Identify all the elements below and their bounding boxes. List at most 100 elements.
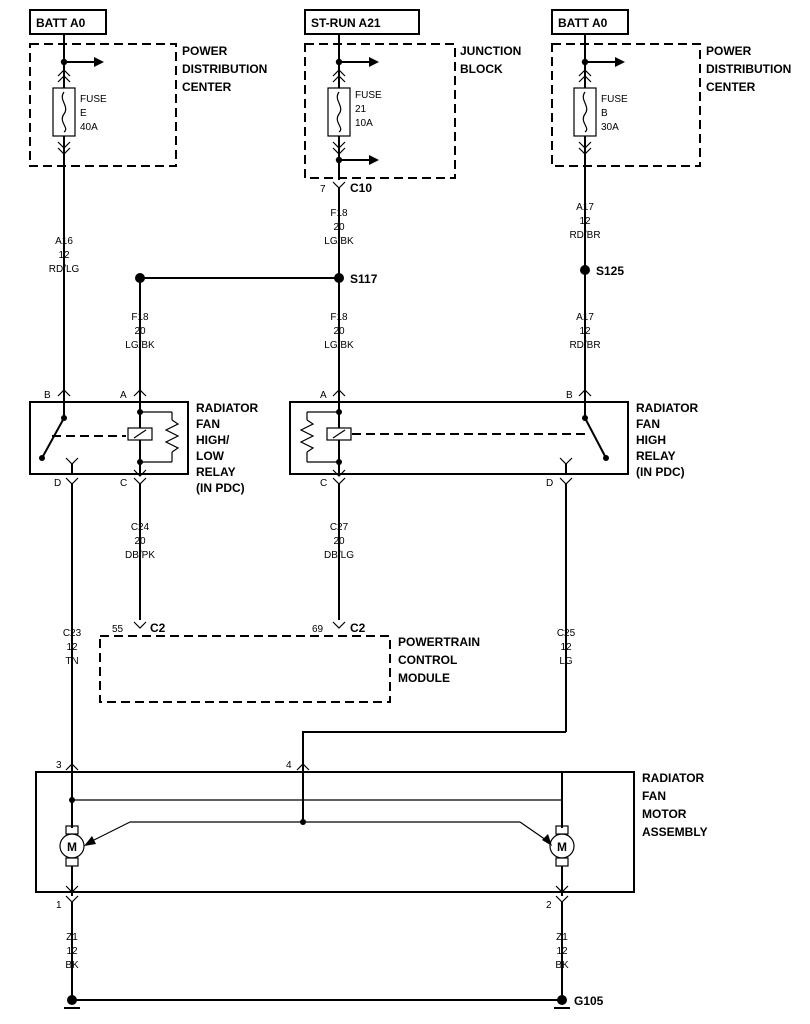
wire-z1-right-1: Z1 <box>556 932 568 943</box>
fuse-e-line-3: 40A <box>80 122 98 133</box>
wire-c24-3: DB/PK <box>125 550 155 561</box>
splice-s125: S125 <box>580 264 624 278</box>
wire-f18-left-3: LG/BK <box>125 340 155 351</box>
wire-a17-bottom-3: RD/BR <box>569 340 600 351</box>
wire-z1-left-3: BK <box>65 960 79 971</box>
pdc-right-label-3: CENTER <box>706 80 756 94</box>
relay-right-label-4: RELAY <box>636 449 676 463</box>
wire-z1-right-2: 12 <box>556 946 568 957</box>
wire-a17-top-1: A17 <box>576 202 594 213</box>
pcm-label-3: MODULE <box>398 671 450 685</box>
motor-right-symbol: M <box>557 840 567 854</box>
wire-f18-center-3: LG/BK <box>324 340 354 351</box>
pdc-left-label-3: CENTER <box>182 80 232 94</box>
wire-c23-3: TN <box>65 656 78 667</box>
relay-right-label-2: FAN <box>636 417 660 431</box>
relay-right-pin-b: B <box>566 390 573 401</box>
fuse-b-line-2: B <box>601 108 608 119</box>
relay-left-label-2: FAN <box>196 417 220 431</box>
wire-f18-center-1: F18 <box>330 312 348 323</box>
wire-c27-3: DB/LG <box>324 550 354 561</box>
pdc-left-label-1: POWER <box>182 44 228 58</box>
relay-left-pin-b: B <box>44 390 51 401</box>
relay-right-pin-d: D <box>546 478 553 489</box>
wire-c25-2: 12 <box>560 642 572 653</box>
motor-pin-2: 2 <box>546 900 552 911</box>
wire-c25-3: LG <box>559 656 573 667</box>
relay-right: A B C D <box>289 389 629 489</box>
relay-left-pin-a: A <box>120 390 127 401</box>
junction-label-1: JUNCTION <box>460 44 521 58</box>
wire-a17-top-2: 12 <box>579 216 591 227</box>
splice-s125-label: S125 <box>596 264 624 278</box>
wire-a16-1: A16 <box>55 236 73 247</box>
wire-f18-top-2: 20 <box>333 222 345 233</box>
motor-label-1: RADIATOR <box>642 771 705 785</box>
relay-left-pin-d: D <box>54 478 61 489</box>
connector-c10-label: C10 <box>350 181 372 195</box>
motor-pin-3: 3 <box>56 760 62 771</box>
relay-left-label-5: RELAY <box>196 465 236 479</box>
pcm-label-2: CONTROL <box>398 653 457 667</box>
ground-g105-label: G105 <box>574 994 604 1008</box>
pcm-module: 55 C2 69 C2 POWERTRAIN CONTROL MODULE <box>99 621 480 703</box>
relay-right-label-3: HIGH <box>636 433 666 447</box>
motor-pin-4: 4 <box>286 760 292 771</box>
wire-a16-2: 12 <box>58 250 70 261</box>
source-st-run-label: ST-RUN A21 <box>311 16 381 30</box>
pdc-left-module: POWER DISTRIBUTION CENTER <box>29 43 267 167</box>
fuse-21-line-3: 10A <box>355 118 373 129</box>
junction-block-module: JUNCTION BLOCK <box>304 43 521 179</box>
fuse-e-line-1: FUSE <box>80 94 107 105</box>
wire-z1-left-1: Z1 <box>66 932 78 943</box>
motor-label-3: MOTOR <box>642 807 687 821</box>
fuse-21: FUSE 21 10A <box>327 34 382 180</box>
relay-left-label-3: HIGH/ <box>196 433 230 447</box>
relay-right-label-1: RADIATOR <box>636 401 699 415</box>
connector-c2-right-label: C2 <box>350 621 366 635</box>
wire-a16-3: RD/LG <box>49 264 80 275</box>
fuse-21-line-2: 21 <box>355 104 367 115</box>
connector-c10: 7 C10 <box>320 181 372 278</box>
wire-c24-1: C24 <box>131 522 150 533</box>
source-batt-left: BATT A0 <box>29 9 107 35</box>
wire-c27-1: C27 <box>330 522 349 533</box>
relay-left-label-1: RADIATOR <box>196 401 259 415</box>
splice-s117: S117 <box>135 272 378 286</box>
pdc-right-label-2: DISTRIBUTION <box>706 62 791 76</box>
relay-left: B A D C <box>29 389 189 489</box>
ground-g105: G105 <box>64 994 604 1009</box>
pcm-label-1: POWERTRAIN <box>398 635 480 649</box>
wire-f18-top-3: LG/BK <box>324 236 354 247</box>
fuse-b-line-1: FUSE <box>601 94 628 105</box>
wire-c23-1: C23 <box>63 628 82 639</box>
wire-a17-bottom-2: 12 <box>579 326 591 337</box>
motor-left-icon: M <box>59 825 85 867</box>
motor-label-4: ASSEMBLY <box>642 825 708 839</box>
fuse-e-line-2: E <box>80 108 87 119</box>
wire-z1-left-2: 12 <box>66 946 78 957</box>
wire-c25-1: C25 <box>557 628 576 639</box>
motor-assembly: 3 4 M M 1 <box>35 760 635 911</box>
wire-a17-top-3: RD/BR <box>569 230 600 241</box>
fuse-b-line-3: 30A <box>601 122 619 133</box>
relay-right-label-5: (IN PDC) <box>636 465 685 479</box>
motor-left-symbol: M <box>67 840 77 854</box>
connector-c2-left-label: C2 <box>150 621 166 635</box>
relay-left-label-6: (IN PDC) <box>196 481 245 495</box>
wire-f18-top-1: F18 <box>330 208 348 219</box>
wire-f18-left-2: 20 <box>134 326 146 337</box>
motor-pin-1: 1 <box>56 900 62 911</box>
wire-c23-2: 12 <box>66 642 78 653</box>
wire-a17-bottom-1: A17 <box>576 312 594 323</box>
wire-f18-center-2: 20 <box>333 326 345 337</box>
connector-c2-left-pin: 55 <box>112 624 124 635</box>
fuse-b: FUSE B 30A <box>573 34 628 390</box>
pdc-right-label-1: POWER <box>706 44 752 58</box>
relay-left-pin-c: C <box>120 478 127 489</box>
wire-c24-2: 20 <box>134 536 146 547</box>
splice-s117-label: S117 <box>350 272 378 286</box>
wire-z1-right-3: BK <box>555 960 569 971</box>
junction-label-2: BLOCK <box>460 62 503 76</box>
